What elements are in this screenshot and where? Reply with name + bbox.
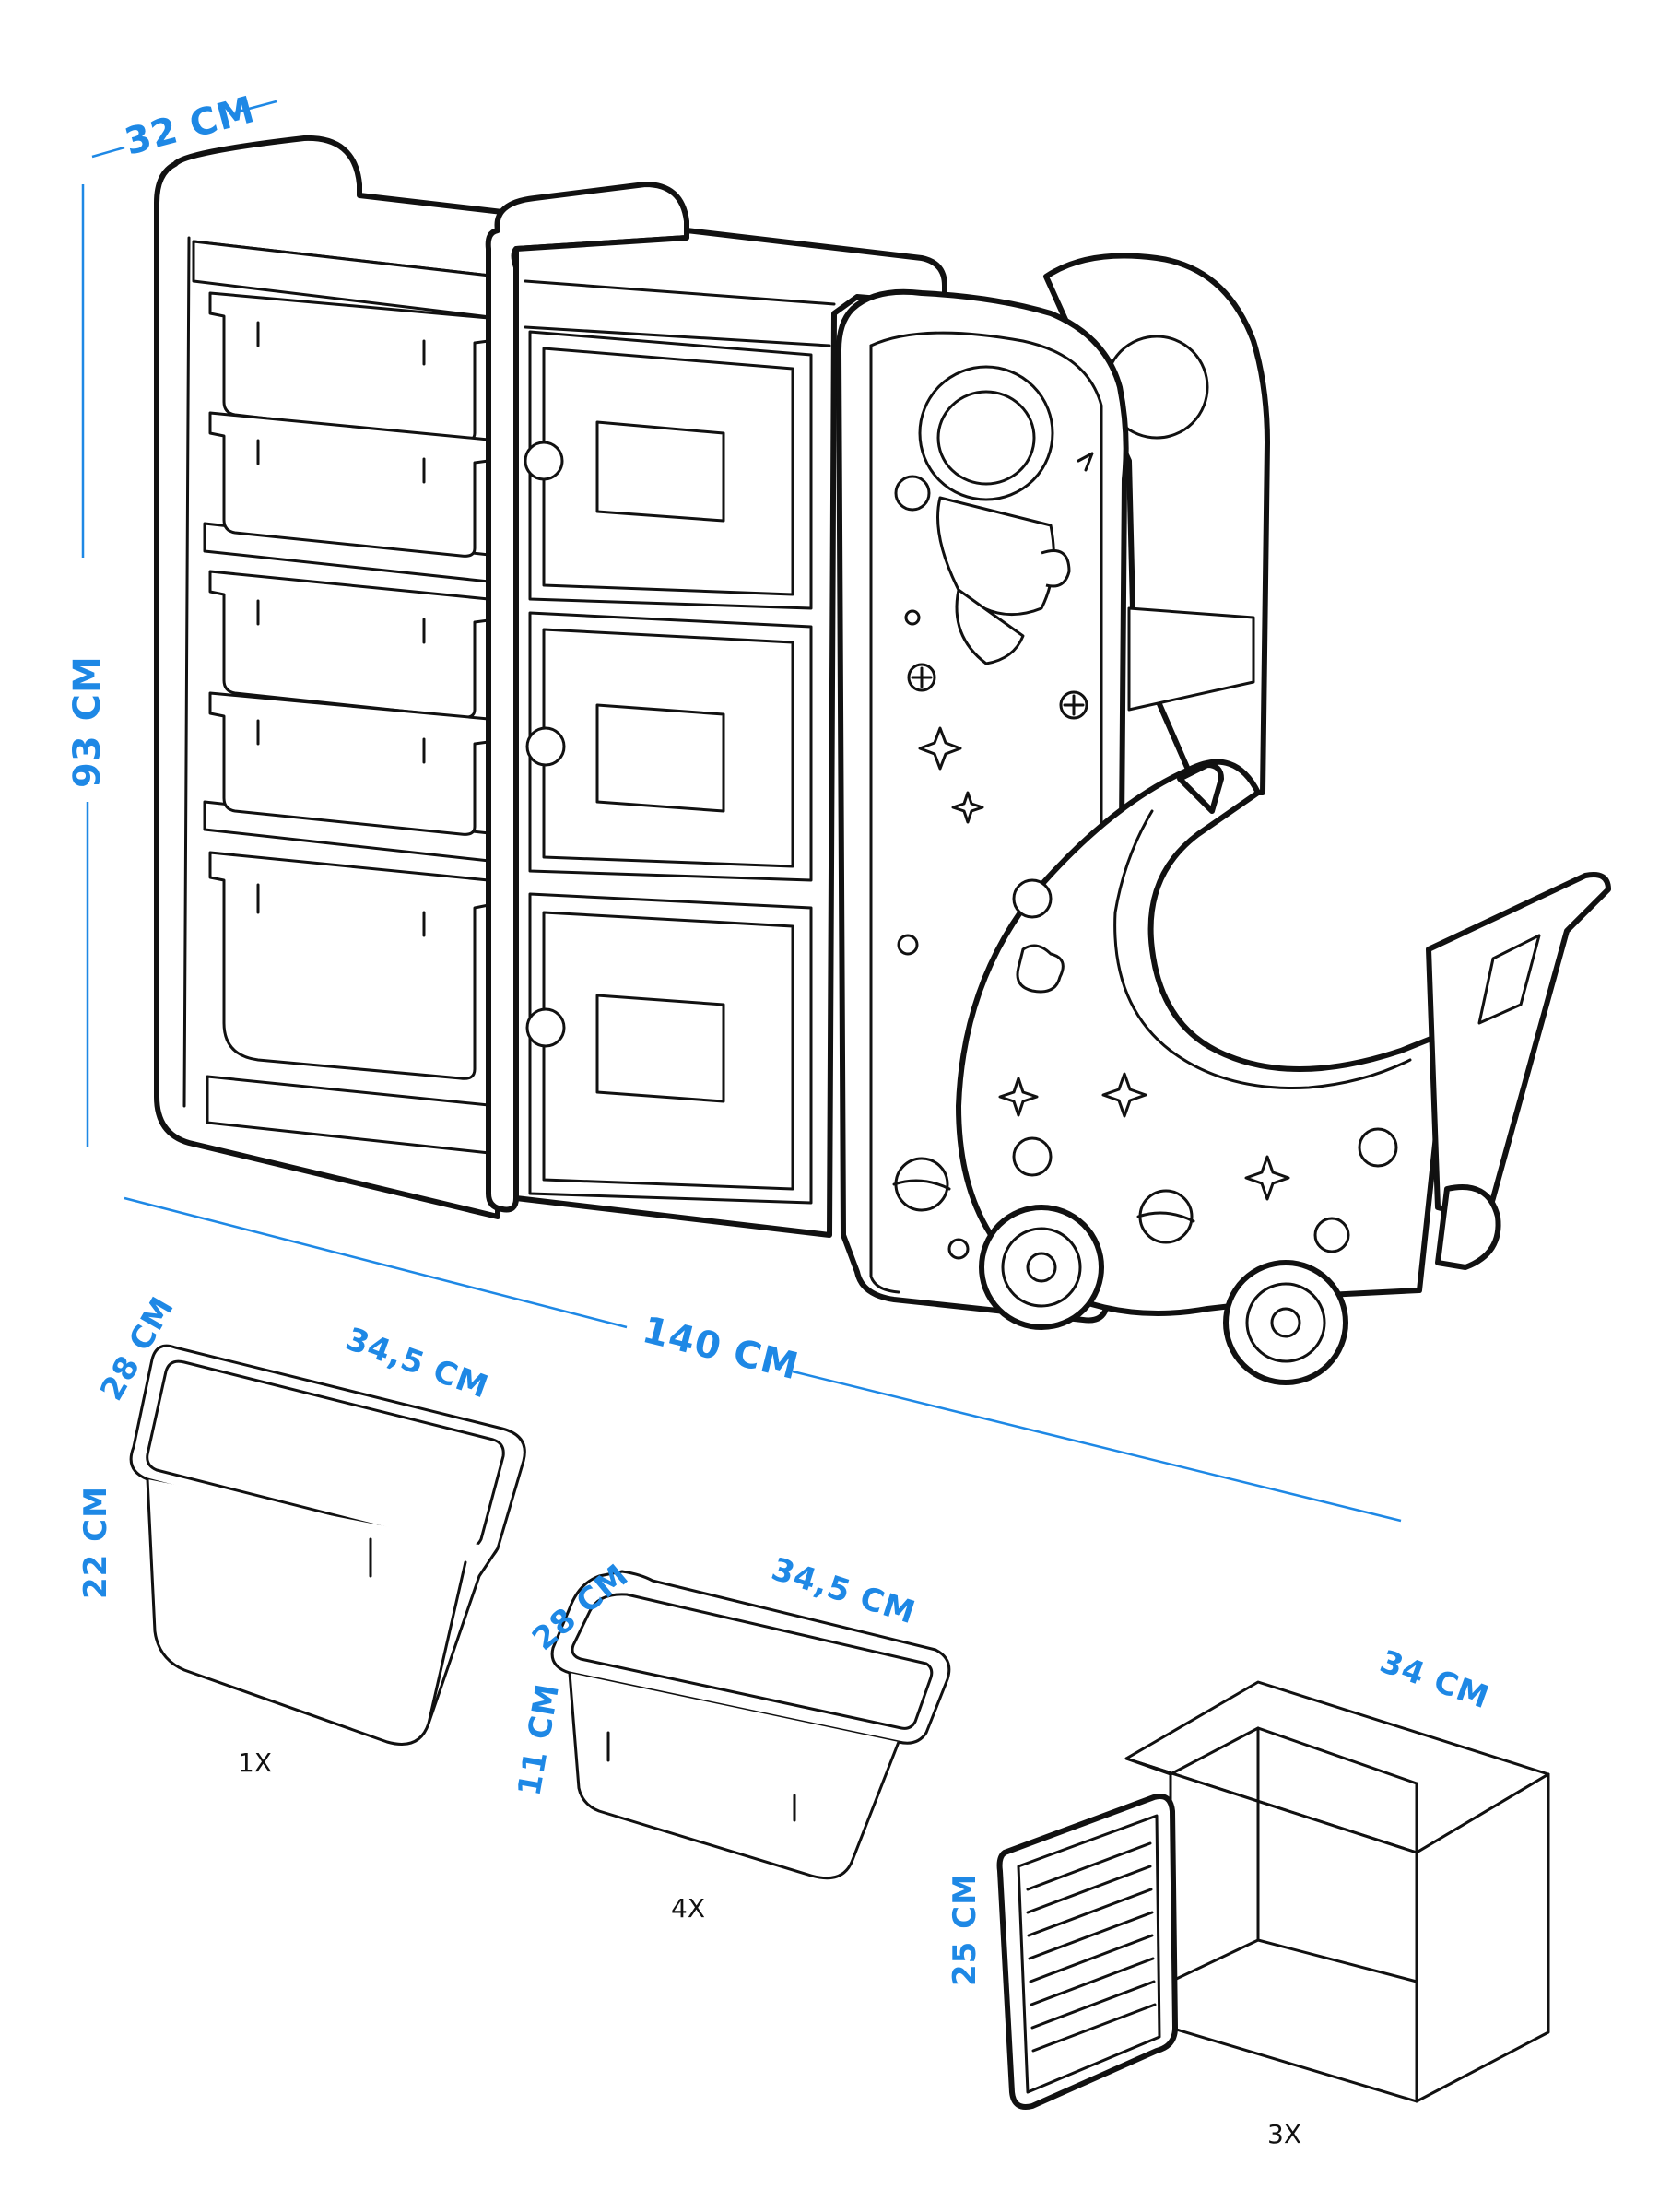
component-door-cube: [996, 1680, 1550, 2110]
unit-width-label: 140 CM: [639, 1309, 804, 1388]
left-large-bin: [208, 851, 490, 1080]
moon-walker-body: [956, 759, 1450, 1316]
moon-decorations: [892, 878, 1398, 1253]
cabinet-doors: [524, 330, 813, 1205]
door-cube-height: 25 CM: [947, 1873, 983, 1986]
walker-wheels: [979, 1184, 1501, 1385]
small-bin-height: 11 CM: [511, 1681, 567, 1799]
panel-decorations: [897, 609, 1088, 1260]
astronaut-figure: [894, 365, 1094, 665]
left-shelves: [192, 240, 500, 1156]
storage-unit-illustration: [154, 135, 1611, 1385]
door-vent-lines: [1026, 1841, 1157, 2053]
small-bin-quantity: 4X: [671, 1893, 705, 1924]
large-bin-height: 22 CM: [77, 1486, 114, 1599]
component-small-bin: [550, 1570, 951, 1880]
component-large-bin: [129, 1344, 526, 1746]
unit-height-label: 93 CM: [66, 655, 109, 788]
walker-handle: [1177, 762, 1224, 814]
left-small-bins: [208, 291, 490, 836]
door-cube-length: 34 CM: [1375, 1643, 1494, 1717]
unit-height-dimension: 93 CM: [66, 184, 109, 1147]
large-bin-quantity: 1X: [238, 1747, 272, 1778]
door-cube-quantity: 3X: [1267, 2119, 1301, 2149]
